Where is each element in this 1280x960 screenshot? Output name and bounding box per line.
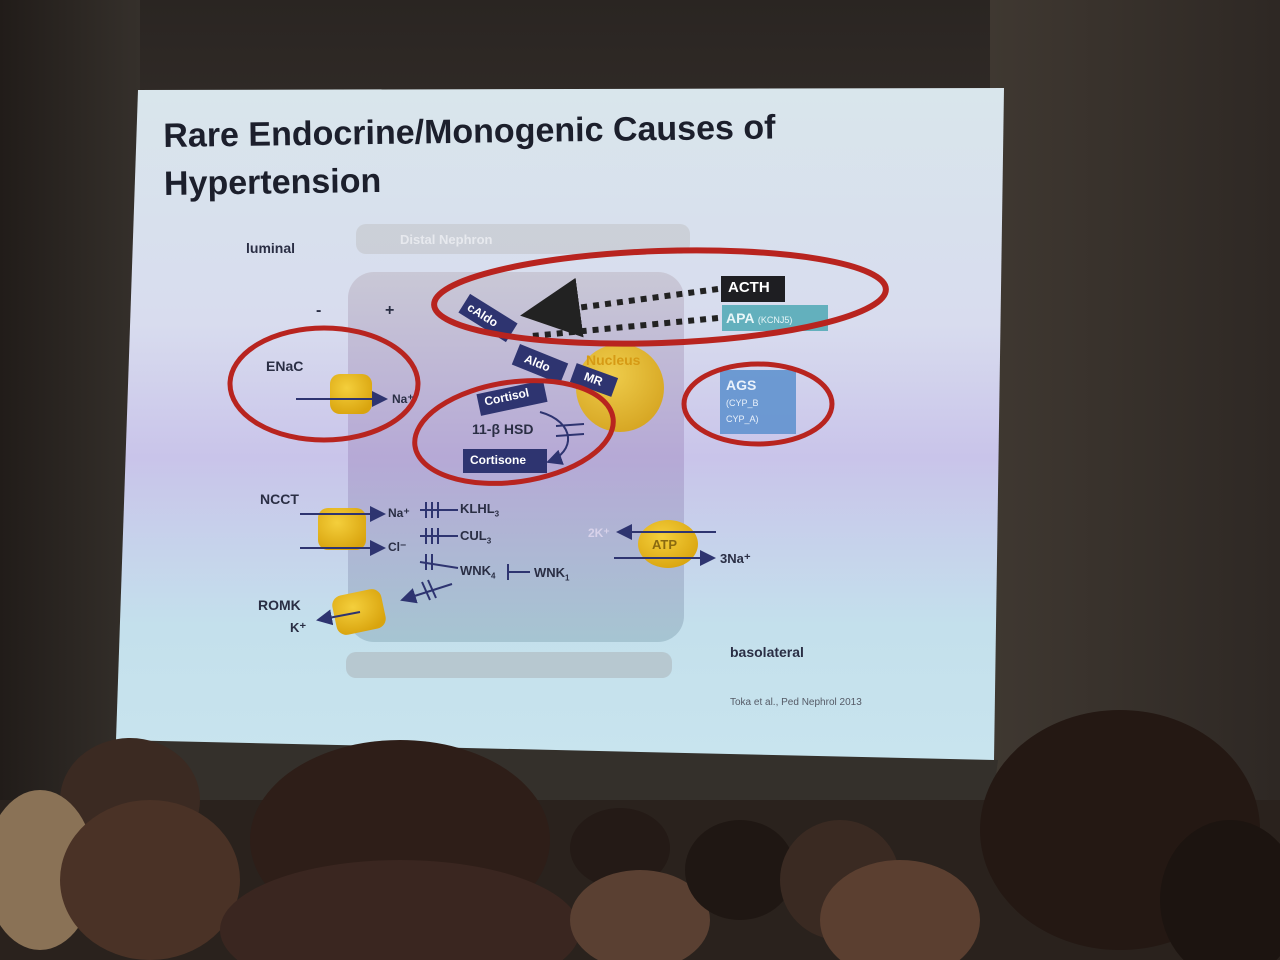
aldo-tag: Aldo <box>522 351 553 375</box>
slide-title-line2: Hypertension <box>163 161 382 203</box>
cortisone-tag: Cortisone <box>470 453 527 467</box>
wnk4-label: WNK4 <box>460 563 496 581</box>
caldo-tag: cAldo <box>464 300 501 330</box>
acth-label: ACTH <box>728 279 770 296</box>
distal-nephron-label: Distal Nephron <box>400 232 493 247</box>
slide-title: Rare Endocrine/Monogenic Causes of Hyper… <box>163 101 924 208</box>
hsd-label: 11-β HSD <box>472 421 534 437</box>
enac-na-label: Na⁺ <box>392 392 414 406</box>
cortisol-tag: Cortisol <box>483 385 531 409</box>
klhl-label: KLHL3 <box>460 501 500 519</box>
ags-sub2: CYP_A) <box>726 414 759 424</box>
plus-sign: + <box>385 302 395 319</box>
wnk1-label: WNK1 <box>534 565 570 583</box>
apa-label: APA (KCNJ5) <box>726 310 793 326</box>
nucleus-label: Nucleus <box>586 352 641 368</box>
enac-label: ENaC <box>266 358 304 374</box>
ags-sub1: (CYP_B <box>726 398 759 408</box>
citation: Toka et al., Ped Nephrol 2013 <box>730 697 862 708</box>
luminal-label: luminal <box>246 240 296 256</box>
basolateral-label: basolateral <box>730 644 804 660</box>
minus-sign: - <box>316 302 322 319</box>
ags-label: AGS <box>726 377 757 393</box>
twok-label: 2K⁺ <box>588 526 610 540</box>
mr-tag: MR <box>582 369 605 389</box>
romk-k-label: K⁺ <box>290 620 307 635</box>
ncct-cl-label: Cl⁻ <box>388 540 407 554</box>
romk-label: ROMK <box>258 597 301 613</box>
atp-label: ATP <box>652 537 678 552</box>
ncct-na-label: Na⁺ <box>388 506 410 520</box>
ncct-label: NCCT <box>260 491 299 507</box>
threena-label: 3Na⁺ <box>720 551 751 566</box>
cul-label: CUL3 <box>460 528 492 546</box>
